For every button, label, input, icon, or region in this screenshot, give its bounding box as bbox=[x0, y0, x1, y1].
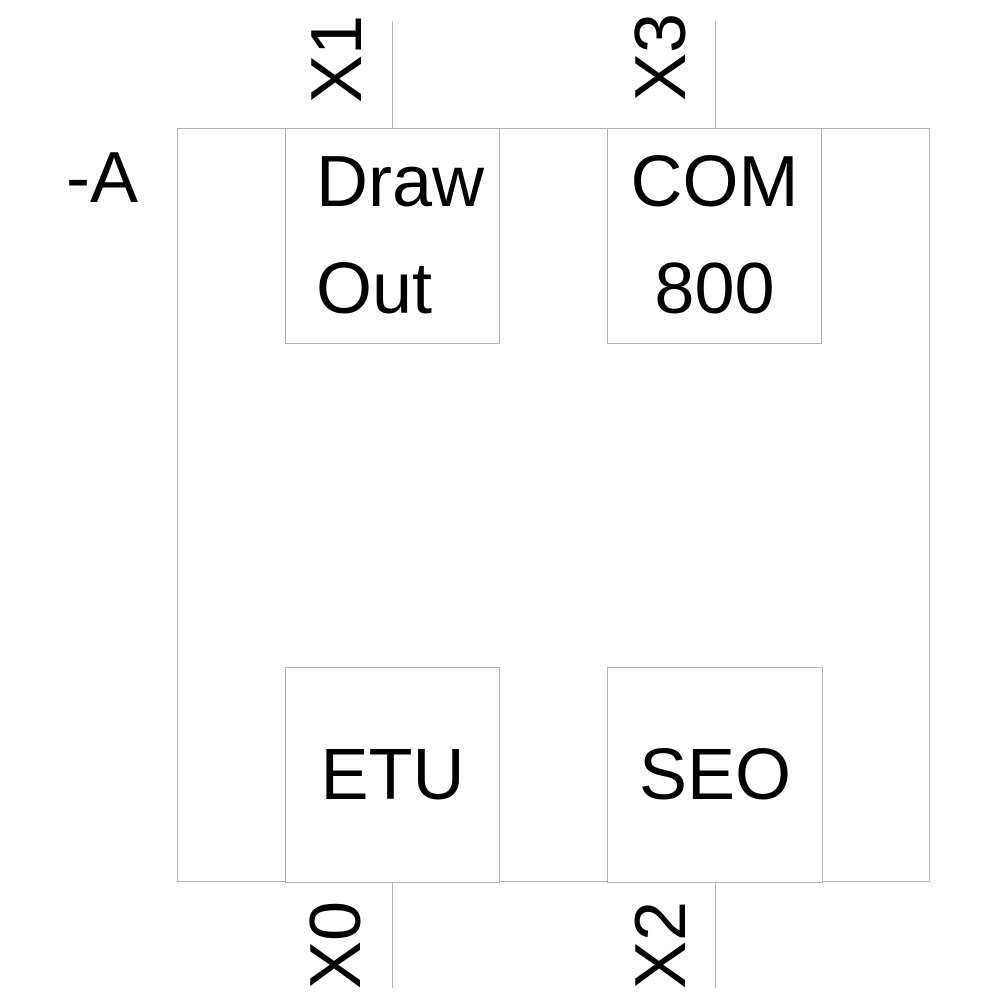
terminal-line-x3 bbox=[715, 21, 716, 128]
block-etu-label: ETU bbox=[320, 735, 465, 815]
terminal-label-x3: X3 bbox=[621, 12, 701, 102]
terminal-label-x0: X0 bbox=[296, 900, 376, 990]
block-draw-out-line2: Out bbox=[316, 249, 433, 329]
terminal-line-x1 bbox=[392, 21, 393, 128]
terminal-line-x2 bbox=[715, 883, 716, 988]
block-draw-out: Draw Out bbox=[285, 128, 500, 344]
device-designation-label: -A bbox=[66, 138, 138, 218]
terminal-label-x1: X1 bbox=[297, 14, 377, 104]
block-com800: COM 800 bbox=[607, 128, 822, 344]
block-seo: SEO bbox=[607, 667, 823, 883]
block-com800-line2: 800 bbox=[654, 249, 775, 329]
block-etu: ETU bbox=[285, 667, 500, 883]
terminal-line-x0 bbox=[392, 883, 393, 988]
block-seo-label: SEO bbox=[638, 735, 792, 815]
terminal-label-x2: X2 bbox=[621, 900, 701, 990]
block-com800-line1: COM bbox=[630, 142, 799, 222]
block-draw-out-line1: Draw bbox=[316, 142, 485, 222]
